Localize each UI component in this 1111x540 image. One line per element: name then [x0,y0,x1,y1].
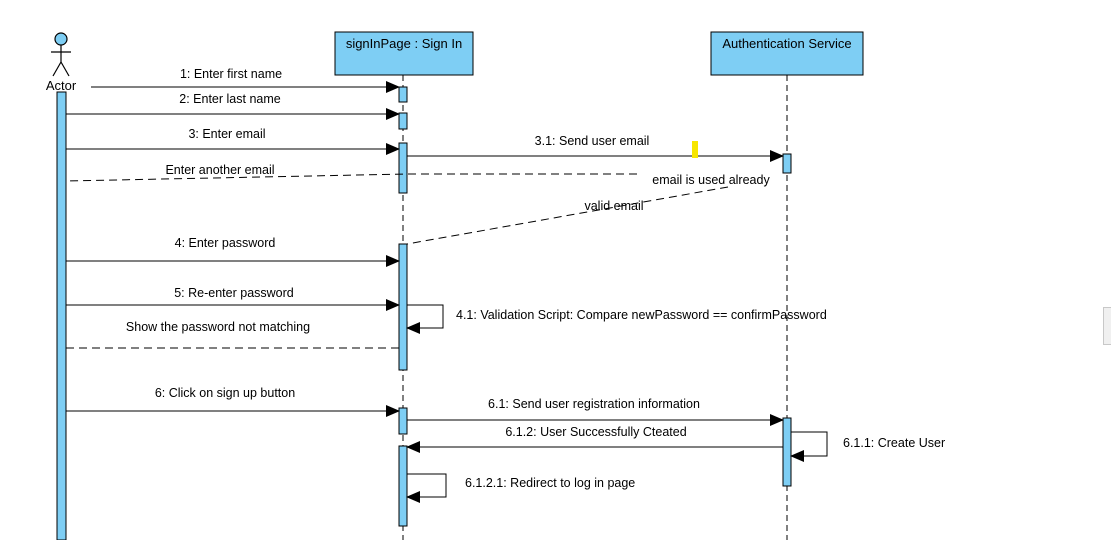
auth-service-lifeline-head [710,31,864,76]
highlight-marker [692,141,698,158]
auth-service-label: Authentication Service [722,36,851,51]
return-label: email is used already [652,173,770,187]
message-label: 6.1: Send user registration information [488,397,700,411]
message-label: 1: Enter first name [180,67,282,81]
activation-bar [398,86,408,103]
message-label: 5: Re-enter password [174,286,294,300]
message-label: 6: Click on sign up button [155,386,295,400]
self-message-arrow [790,431,828,462]
self-message-arrow [406,304,444,334]
self-message-arrow [406,473,447,503]
sign-in-page-lifeline-head [334,31,474,76]
return-label: Show the password not matching [126,320,310,334]
activation-bar [398,407,408,435]
message-label: 2: Enter last name [179,92,280,106]
actor-figure [51,32,71,77]
return-label: Enter another email [165,163,274,177]
activation-bar [398,243,408,371]
message-label: 4: Enter password [175,236,276,250]
activation-bar [782,153,792,174]
activation-bar [398,445,408,527]
message-label: 3.1: Send user email [535,134,650,148]
message-label: 6.1.1: Create User [843,436,945,450]
actor-activation-bar [56,91,67,540]
activation-bar [398,112,408,130]
message-label: 3: Enter email [188,127,265,141]
message-label: 4.1: Validation Script: Compare newPassw… [456,308,827,322]
message-label: 6.1.2: User Successfully Cteated [505,425,686,439]
return-label: valid email [584,199,643,213]
message-label: 6.1.2.1: Redirect to log in page [465,476,635,490]
return-arrow [406,186,729,245]
activation-bar [398,142,408,194]
return-arrow [65,173,637,182]
scrollbar-handle[interactable] [1103,307,1111,345]
sign-in-page-label: signInPage : Sign In [346,36,462,51]
activation-bar [782,417,792,487]
actor-label: Actor [46,78,77,93]
